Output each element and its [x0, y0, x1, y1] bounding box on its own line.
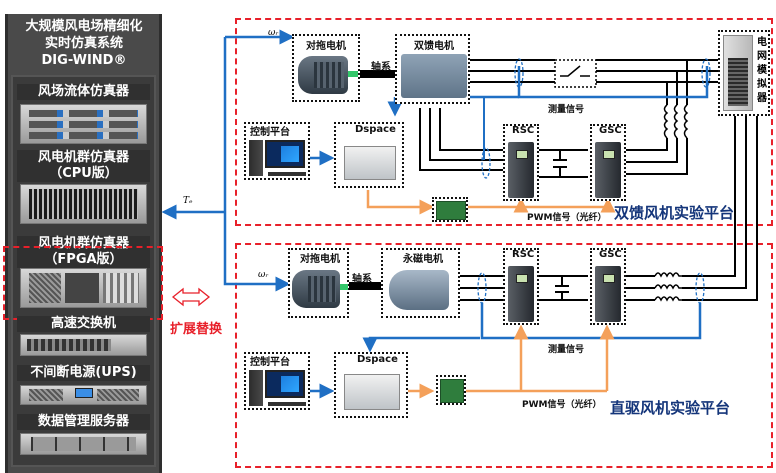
pmsg-control-platform-box[interactable] [244, 352, 310, 410]
dfig-generator-icon [401, 54, 467, 98]
pmsg-pwm-signal-label: PWM信号（光纤） [522, 400, 602, 410]
rack-section-switch-label: 高速交换机 [17, 316, 150, 332]
pmsg-generator-box[interactable] [381, 248, 460, 318]
rack-section-data-server-label: 数据管理服务器 [17, 414, 150, 430]
rack-title-line1: 大规模风电场精细化 [25, 19, 143, 34]
cpu-simulator-unit[interactable] [20, 184, 147, 224]
pmsg-drive-motor-label: 对拖电机 [300, 254, 340, 265]
pmsg-dspace-label: Dspace [357, 354, 398, 365]
rack-section-fluid-simulator-label: 风场流体仿真器 [17, 84, 150, 100]
dspace-icon [344, 146, 396, 180]
drive-motor-icon [298, 56, 348, 94]
te-label: Tₑ [183, 196, 193, 206]
pmsg-rsc-box[interactable] [503, 248, 539, 325]
pcb-icon [440, 379, 464, 403]
drive-motor-icon [292, 270, 340, 308]
dfig-control-platform-box[interactable] [244, 122, 310, 180]
dfig-interface-board[interactable] [432, 197, 468, 222]
pmsg-control-platform-label: 控制平台 [250, 357, 290, 368]
grid-simulator-box[interactable]: 电 网 模 拟 器 [718, 30, 770, 116]
pmsg-drive-motor-box[interactable] [288, 248, 349, 318]
pmsg-rsc-label: RSC [512, 249, 535, 260]
dfig-dspace-label: Dspace [355, 124, 396, 135]
rsc-inverter-icon [508, 142, 534, 198]
wr-label-top: ωᵣ [268, 28, 279, 38]
dfig-generator-box[interactable] [395, 34, 470, 104]
pmsg-shaft-label: 轴系 [352, 274, 372, 285]
rack-title-line3: DIG-WIND® [41, 53, 127, 68]
pmsg-measure-signal-label: 测量信号 [548, 345, 585, 355]
rack-section-cpu-simulator-sublabel: （CPU版） [17, 166, 150, 182]
monitor-icon [265, 140, 305, 168]
pmsg-platform-boundary [235, 243, 773, 468]
data-server-unit[interactable] [20, 433, 147, 455]
fluid-simulator-unit[interactable] [20, 104, 147, 144]
pcb-icon [436, 201, 466, 220]
gsc-inverter-icon [595, 266, 621, 322]
dfig-measure-signal-label: 测量信号 [548, 105, 585, 115]
wr-label-bottom: ωᵣ [258, 270, 269, 280]
expand-replace-label: 扩展替换 [170, 322, 223, 337]
grid-simulator-icon [723, 35, 753, 111]
rsc-inverter-icon [508, 266, 534, 322]
dfig-drive-motor-box[interactable] [292, 34, 360, 102]
dfig-pwm-signal-label: PWM信号（光纤） [527, 213, 607, 223]
pmsg-generator-icon [389, 270, 449, 310]
pmsg-gsc-label: GSC [599, 249, 622, 260]
gsc-inverter-icon [595, 142, 621, 198]
pc-tower-icon [249, 370, 263, 406]
fpga-simulator-unit[interactable] [20, 268, 147, 308]
dfig-gsc-box[interactable] [590, 124, 626, 201]
dfig-platform-title: 双馈风机实验平台 [614, 204, 735, 222]
high-speed-switch-unit[interactable] [20, 334, 147, 356]
dfig-dspace-box[interactable] [334, 122, 404, 188]
pmsg-dspace-box[interactable] [334, 352, 408, 418]
dspace-icon [344, 374, 400, 410]
dfig-rsc-box[interactable] [503, 124, 539, 201]
monitor-icon [265, 370, 305, 398]
wr-signal-line-bottom [223, 37, 291, 292]
grid-breaker [554, 59, 597, 88]
dfig-shaft-label: 轴系 [371, 62, 391, 73]
dfig-platform-boundary [235, 18, 773, 226]
dfig-rsc-label: RSC [512, 125, 535, 136]
rack-section-fpga-simulator-sublabel: （FPGA版） [17, 252, 150, 268]
dfig-control-platform-label: 控制平台 [250, 127, 290, 138]
pmsg-generator-label: 永磁电机 [403, 254, 443, 265]
pmsg-interface-board[interactable] [436, 375, 466, 405]
rack-title-line2: 实时仿真系统 [44, 36, 123, 51]
rack-section-ups-label: 不间断电源(UPS) [17, 365, 150, 381]
pc-tower-icon [249, 140, 263, 176]
ups-unit[interactable] [20, 385, 147, 405]
dfig-generator-label: 双馈电机 [414, 41, 454, 52]
dfig-gsc-label: GSC [599, 125, 622, 136]
rack-section-cpu-simulator-label: 风电机群仿真器 [17, 150, 150, 166]
dfig-drive-motor-label: 对拖电机 [306, 41, 346, 52]
grid-simulator-label: 电 网 模 拟 器 [757, 37, 767, 104]
pmsg-gsc-box[interactable] [590, 248, 626, 325]
pmsg-platform-title: 直驱风机实验平台 [610, 399, 731, 417]
